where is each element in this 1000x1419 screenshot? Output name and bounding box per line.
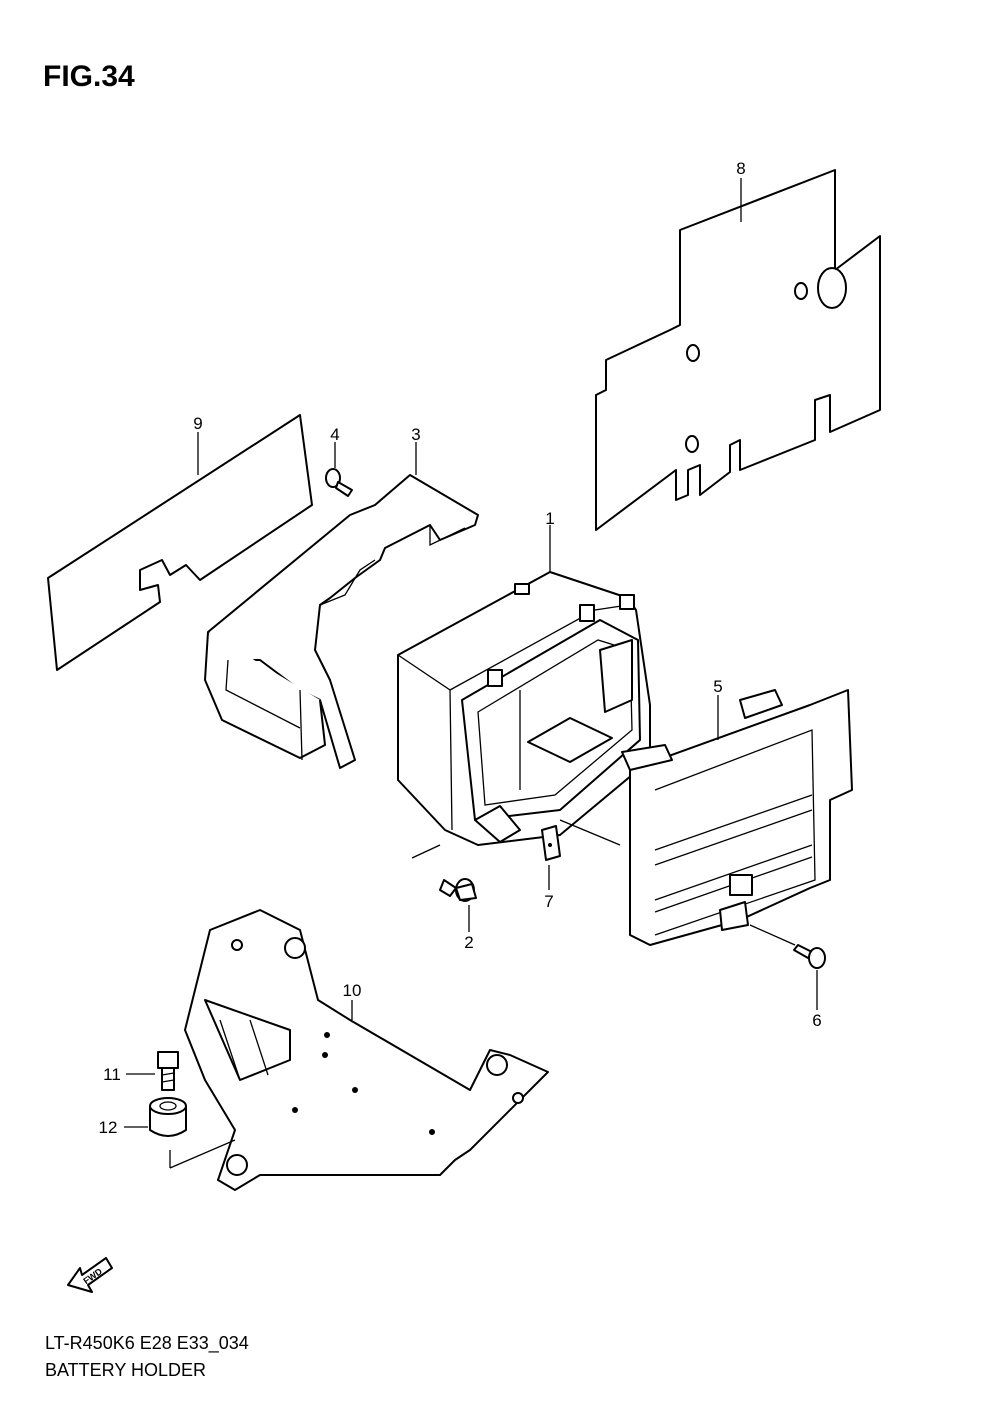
callout-12: 12 [99,1118,118,1137]
part-8-sheet[interactable] [595,169,881,531]
callout-2: 2 [464,933,473,952]
callout-3: 3 [411,425,420,444]
part-3-cover[interactable] [204,474,479,769]
part-9-sheet[interactable] [47,414,313,671]
callout-1: 1 [545,509,554,528]
part-11-bolt[interactable] [157,1051,179,1091]
part-12-grommet[interactable] [149,1097,187,1137]
callout-6: 6 [812,1011,821,1030]
callout-5: 5 [713,677,722,696]
callout-9: 9 [193,414,202,433]
callout-4: 4 [330,425,339,444]
part-2-bolt[interactable] [439,878,477,902]
figure-name: BATTERY HOLDER [45,1360,207,1380]
leader-lines [124,178,818,1169]
figure-title: FIG.34 [43,60,135,93]
callout-10: 10 [343,981,362,1000]
part-1-battery-box[interactable] [397,571,651,846]
callout-8: 8 [736,159,745,178]
part-7-clip[interactable] [541,825,561,861]
part-4-screw[interactable] [325,468,353,497]
part-5-lid[interactable] [621,689,853,946]
callout-11: 11 [103,1065,121,1084]
part-6-screw[interactable] [793,944,826,969]
fwd-arrow-icon: FWD [67,1257,113,1293]
part-10-bracket[interactable] [184,909,549,1191]
callout-7: 7 [544,892,553,911]
figure-code: LT-R450K6 E28 E33_034 [45,1333,249,1353]
